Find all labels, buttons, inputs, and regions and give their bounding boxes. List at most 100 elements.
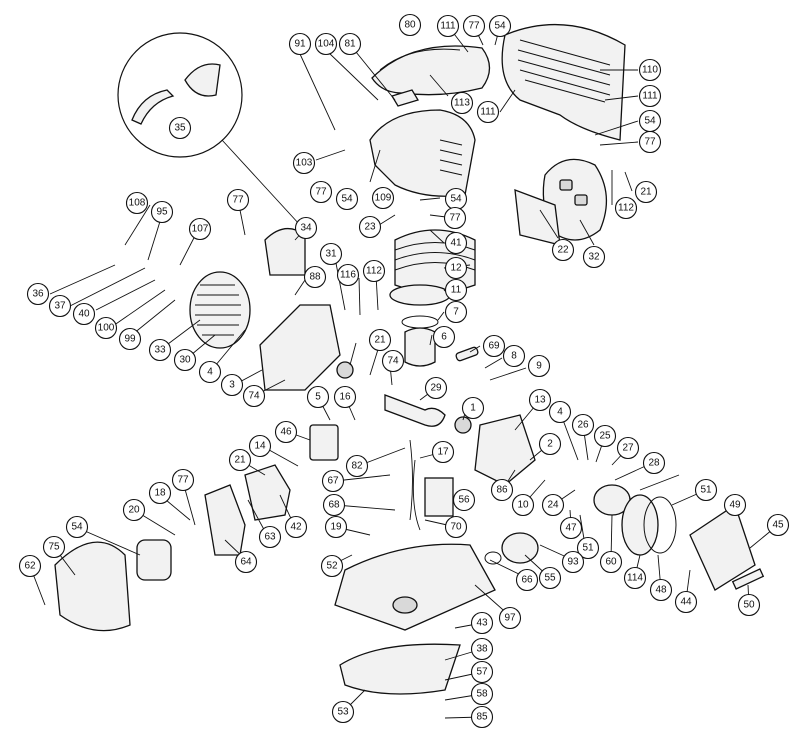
callout-number: 25 bbox=[599, 431, 611, 442]
part-callout-6: 6 bbox=[432, 325, 456, 349]
part-callout-17: 17 bbox=[431, 440, 455, 464]
part-callout-25: 25 bbox=[593, 424, 617, 448]
part-callout-33: 33 bbox=[148, 338, 172, 362]
part-callout-13: 13 bbox=[528, 388, 552, 412]
clip-part bbox=[391, 89, 419, 107]
part-callout-91: 91 bbox=[288, 32, 312, 56]
callout-circle bbox=[723, 493, 747, 517]
callout-circle bbox=[548, 400, 572, 424]
callout-number: 97 bbox=[504, 613, 516, 624]
part-callout-48: 48 bbox=[649, 578, 673, 602]
part-callout-53: 53 bbox=[331, 700, 355, 724]
part-callout-12: 12 bbox=[444, 256, 468, 280]
callout-circle bbox=[333, 385, 357, 409]
part-callout-11: 11 bbox=[444, 278, 468, 302]
callout-circle bbox=[336, 263, 360, 287]
callout-circle bbox=[450, 91, 474, 115]
callout-number: 75 bbox=[48, 542, 60, 553]
callout-number: 77 bbox=[644, 137, 656, 148]
callout-circle bbox=[345, 454, 369, 478]
callout-number: 54 bbox=[71, 522, 83, 533]
callout-number: 19 bbox=[330, 522, 342, 533]
callout-circle bbox=[303, 265, 327, 289]
callout-number: 88 bbox=[309, 272, 321, 283]
part-callout-62: 62 bbox=[18, 554, 42, 578]
callout-circle bbox=[515, 568, 539, 592]
fuel-line bbox=[409, 439, 413, 521]
callout-circle bbox=[436, 14, 460, 38]
callout-circle bbox=[292, 151, 316, 175]
callout-circle bbox=[444, 256, 468, 280]
part-callout-52: 52 bbox=[320, 554, 344, 578]
callout-circle bbox=[294, 216, 318, 240]
callout-circle bbox=[248, 434, 272, 458]
crankshaft-part bbox=[384, 394, 446, 427]
washer-part bbox=[484, 551, 502, 565]
part-callout-82: 82 bbox=[345, 454, 369, 478]
part-callout-29: 29 bbox=[424, 376, 448, 400]
insulator-part bbox=[204, 484, 246, 556]
part-callout-60: 60 bbox=[599, 550, 623, 574]
callout-number: 5 bbox=[315, 392, 321, 403]
callout-number: 108 bbox=[129, 198, 146, 209]
callout-number: 3 bbox=[229, 380, 235, 391]
callout-circle bbox=[198, 360, 222, 384]
callout-circle bbox=[234, 550, 258, 574]
callout-number: 58 bbox=[476, 689, 488, 700]
callout-circle bbox=[571, 413, 595, 437]
callout-number: 91 bbox=[294, 39, 306, 50]
detail-leader bbox=[221, 139, 301, 226]
part-callout-21: 21 bbox=[634, 180, 658, 204]
part-callout-66: 66 bbox=[515, 568, 539, 592]
fuel-cap-part bbox=[501, 532, 539, 564]
part-callout-112: 112 bbox=[362, 259, 386, 283]
part-callout-57: 57 bbox=[470, 660, 494, 684]
part-callout-111: 111 bbox=[476, 100, 500, 124]
part-callout-31: 31 bbox=[319, 242, 343, 266]
callout-circle bbox=[314, 32, 338, 56]
callout-number: 56 bbox=[458, 495, 470, 506]
part-callout-45: 45 bbox=[766, 513, 790, 537]
callout-circle bbox=[94, 316, 118, 340]
callout-circle bbox=[559, 516, 583, 540]
callout-number: 41 bbox=[450, 238, 462, 249]
callout-number: 32 bbox=[588, 252, 600, 263]
callout-number: 43 bbox=[476, 618, 488, 629]
housing-fins bbox=[439, 139, 463, 176]
part-callout-26: 26 bbox=[571, 413, 595, 437]
callout-circle bbox=[649, 578, 673, 602]
cylinder-gasket-part bbox=[389, 284, 451, 306]
callout-circle bbox=[381, 349, 405, 373]
callout-circle bbox=[65, 515, 89, 539]
callout-circle bbox=[452, 488, 476, 512]
part-callout-47: 47 bbox=[559, 516, 583, 540]
part-callout-80: 80 bbox=[398, 13, 422, 37]
callout-number: 45 bbox=[772, 520, 784, 531]
callout-circle bbox=[482, 334, 506, 358]
part-callout-111: 111 bbox=[436, 14, 460, 38]
hose-clip-part bbox=[184, 63, 221, 97]
part-callout-16: 16 bbox=[333, 385, 357, 409]
callout-number: 48 bbox=[655, 585, 667, 596]
callout-circle bbox=[335, 187, 359, 211]
part-callout-32: 32 bbox=[582, 245, 606, 269]
callout-number: 77 bbox=[177, 475, 189, 486]
callout-number: 4 bbox=[207, 367, 213, 378]
part-callout-103: 103 bbox=[292, 151, 316, 175]
part-callout-7: 7 bbox=[444, 300, 468, 324]
callout-number: 54 bbox=[341, 194, 353, 205]
callout-circle bbox=[324, 515, 348, 539]
callout-circle bbox=[511, 493, 535, 517]
part-callout-10: 10 bbox=[511, 493, 535, 517]
callout-number: 81 bbox=[344, 39, 356, 50]
part-callout-54: 54 bbox=[65, 515, 89, 539]
callout-circle bbox=[150, 200, 174, 224]
callout-circle bbox=[561, 550, 585, 574]
callout-circle bbox=[694, 478, 718, 502]
callout-number: 111 bbox=[440, 21, 456, 32]
part-callout-74: 74 bbox=[381, 349, 405, 373]
part-callout-112: 112 bbox=[614, 196, 638, 220]
part-callout-5: 5 bbox=[306, 385, 330, 409]
piston-ring-part bbox=[401, 315, 439, 329]
callout-number: 77 bbox=[232, 195, 244, 206]
